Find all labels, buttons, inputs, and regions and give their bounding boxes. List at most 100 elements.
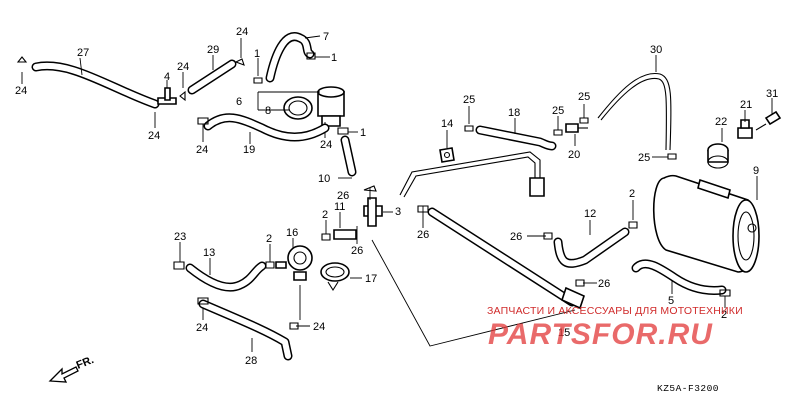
clip-26e: [575, 279, 585, 287]
clamp-2b: [265, 261, 275, 269]
clip-26a: [363, 185, 377, 192]
clamp-1a: [253, 77, 263, 84]
hose-12: [553, 227, 630, 268]
callout-19: 19: [243, 144, 255, 156]
callout-2b: 2: [266, 233, 272, 245]
front-arrow-label: FR.: [75, 355, 96, 372]
grommet-21: [737, 119, 753, 139]
hose-13: [185, 261, 267, 292]
callout-8: 8: [265, 105, 271, 117]
hose-10: [340, 135, 357, 177]
callout-13: 13: [203, 247, 215, 259]
callout-27: 27: [77, 47, 89, 59]
callout-labels: 27 24 24 4 24 29 24 1 7 1 6 8 24 24 19 1…: [15, 26, 778, 367]
front-arrow: FR.: [48, 354, 108, 390]
pipe-14: [399, 147, 545, 198]
callout-1c: 1: [360, 127, 366, 139]
hose-7: [265, 32, 315, 83]
hose-28: [198, 299, 293, 361]
clip-24a: [16, 56, 28, 63]
callout-24a: 24: [15, 85, 27, 97]
callout-26a: 26: [337, 190, 349, 202]
callout-22: 22: [715, 116, 727, 128]
watermark-brand: PARTSFOR.RU: [488, 318, 713, 351]
clip-25b: [553, 129, 563, 136]
callout-3: 3: [395, 206, 401, 218]
callout-26c: 26: [417, 229, 429, 241]
callout-2c: 2: [629, 188, 635, 200]
callout-2d: 2: [721, 309, 727, 321]
callout-24h: 24: [313, 321, 325, 333]
leader-27: [79, 57, 83, 76]
callout-12: 12: [584, 208, 596, 220]
clamp-2d: [719, 289, 731, 297]
clip-25c: [579, 117, 589, 124]
callout-24g: 24: [196, 322, 208, 334]
clip-24g: [197, 297, 209, 305]
callout-26e: 26: [598, 278, 610, 290]
clip-24h: [289, 322, 299, 330]
clip-26d: [543, 232, 553, 240]
clip-26c: [417, 205, 429, 213]
callout-11: 11: [334, 201, 345, 213]
pipe-11: [333, 229, 357, 240]
callout-9: 9: [753, 165, 759, 177]
callout-16: 16: [286, 227, 298, 239]
bolt-20: [565, 123, 588, 133]
callout-25d: 25: [638, 152, 650, 164]
callout-20: 20: [568, 149, 580, 161]
callout-26b: 26: [351, 245, 363, 257]
hose-19: [203, 113, 330, 142]
callout-10: 10: [318, 173, 330, 185]
clip-24d: [234, 58, 245, 66]
callout-24b: 24: [148, 130, 160, 142]
band-17: [320, 262, 350, 292]
callout-21: 21: [740, 99, 752, 111]
hose-5: [631, 259, 727, 295]
solenoid-valve-16: [275, 245, 313, 281]
clamp-1c: [337, 127, 349, 135]
callout-7: 7: [323, 31, 329, 43]
callout-1a: 1: [254, 48, 260, 60]
callout-24e: 24: [320, 139, 332, 151]
callout-26d: 26: [510, 231, 522, 243]
clamp-2a: [321, 233, 331, 241]
leader-24h: [296, 285, 310, 327]
charcoal-canister-9: [652, 174, 760, 273]
clip-24f: [197, 117, 209, 125]
pipe-18: [475, 125, 557, 151]
callout-31: 31: [766, 88, 778, 100]
callout-28: 28: [245, 355, 257, 367]
bolt-31: [755, 110, 782, 131]
pipe-15: [427, 207, 585, 310]
callout-29: 29: [207, 44, 219, 56]
callout-15: 15: [558, 327, 570, 339]
callout-24c: 24: [177, 61, 189, 73]
joint-3: [363, 197, 383, 227]
clip-25a: [464, 125, 474, 132]
front-arrow-icon: FR.: [48, 354, 96, 383]
callout-6: 6: [236, 96, 242, 108]
clip-24c: [179, 90, 186, 102]
callout-24d: 24: [236, 26, 248, 38]
callout-25c: 25: [578, 91, 590, 103]
clamp-2c: [628, 221, 638, 229]
callout-25a: 25: [463, 94, 475, 106]
callout-24f: 24: [196, 144, 208, 156]
valve-assembly-6: [283, 86, 345, 127]
tee-joint-4: [157, 87, 177, 105]
cap-22: [707, 143, 729, 169]
hose-27: [31, 61, 160, 109]
leader-7: [304, 35, 321, 39]
callout-23: 23: [174, 231, 186, 243]
hose-30: [597, 72, 672, 151]
clip-23: [173, 261, 185, 270]
hose-29: [187, 59, 237, 95]
callout-25b: 25: [552, 105, 564, 117]
callout-4: 4: [164, 71, 170, 83]
callout-30: 30: [650, 44, 662, 56]
watermark-tagline: ЗАПЧАСТИ И АКСЕССУАРЫ ДЛЯ МОТОТЕХНИКИ: [487, 305, 743, 317]
clip-25d: [667, 153, 677, 160]
callout-14: 14: [441, 118, 453, 130]
